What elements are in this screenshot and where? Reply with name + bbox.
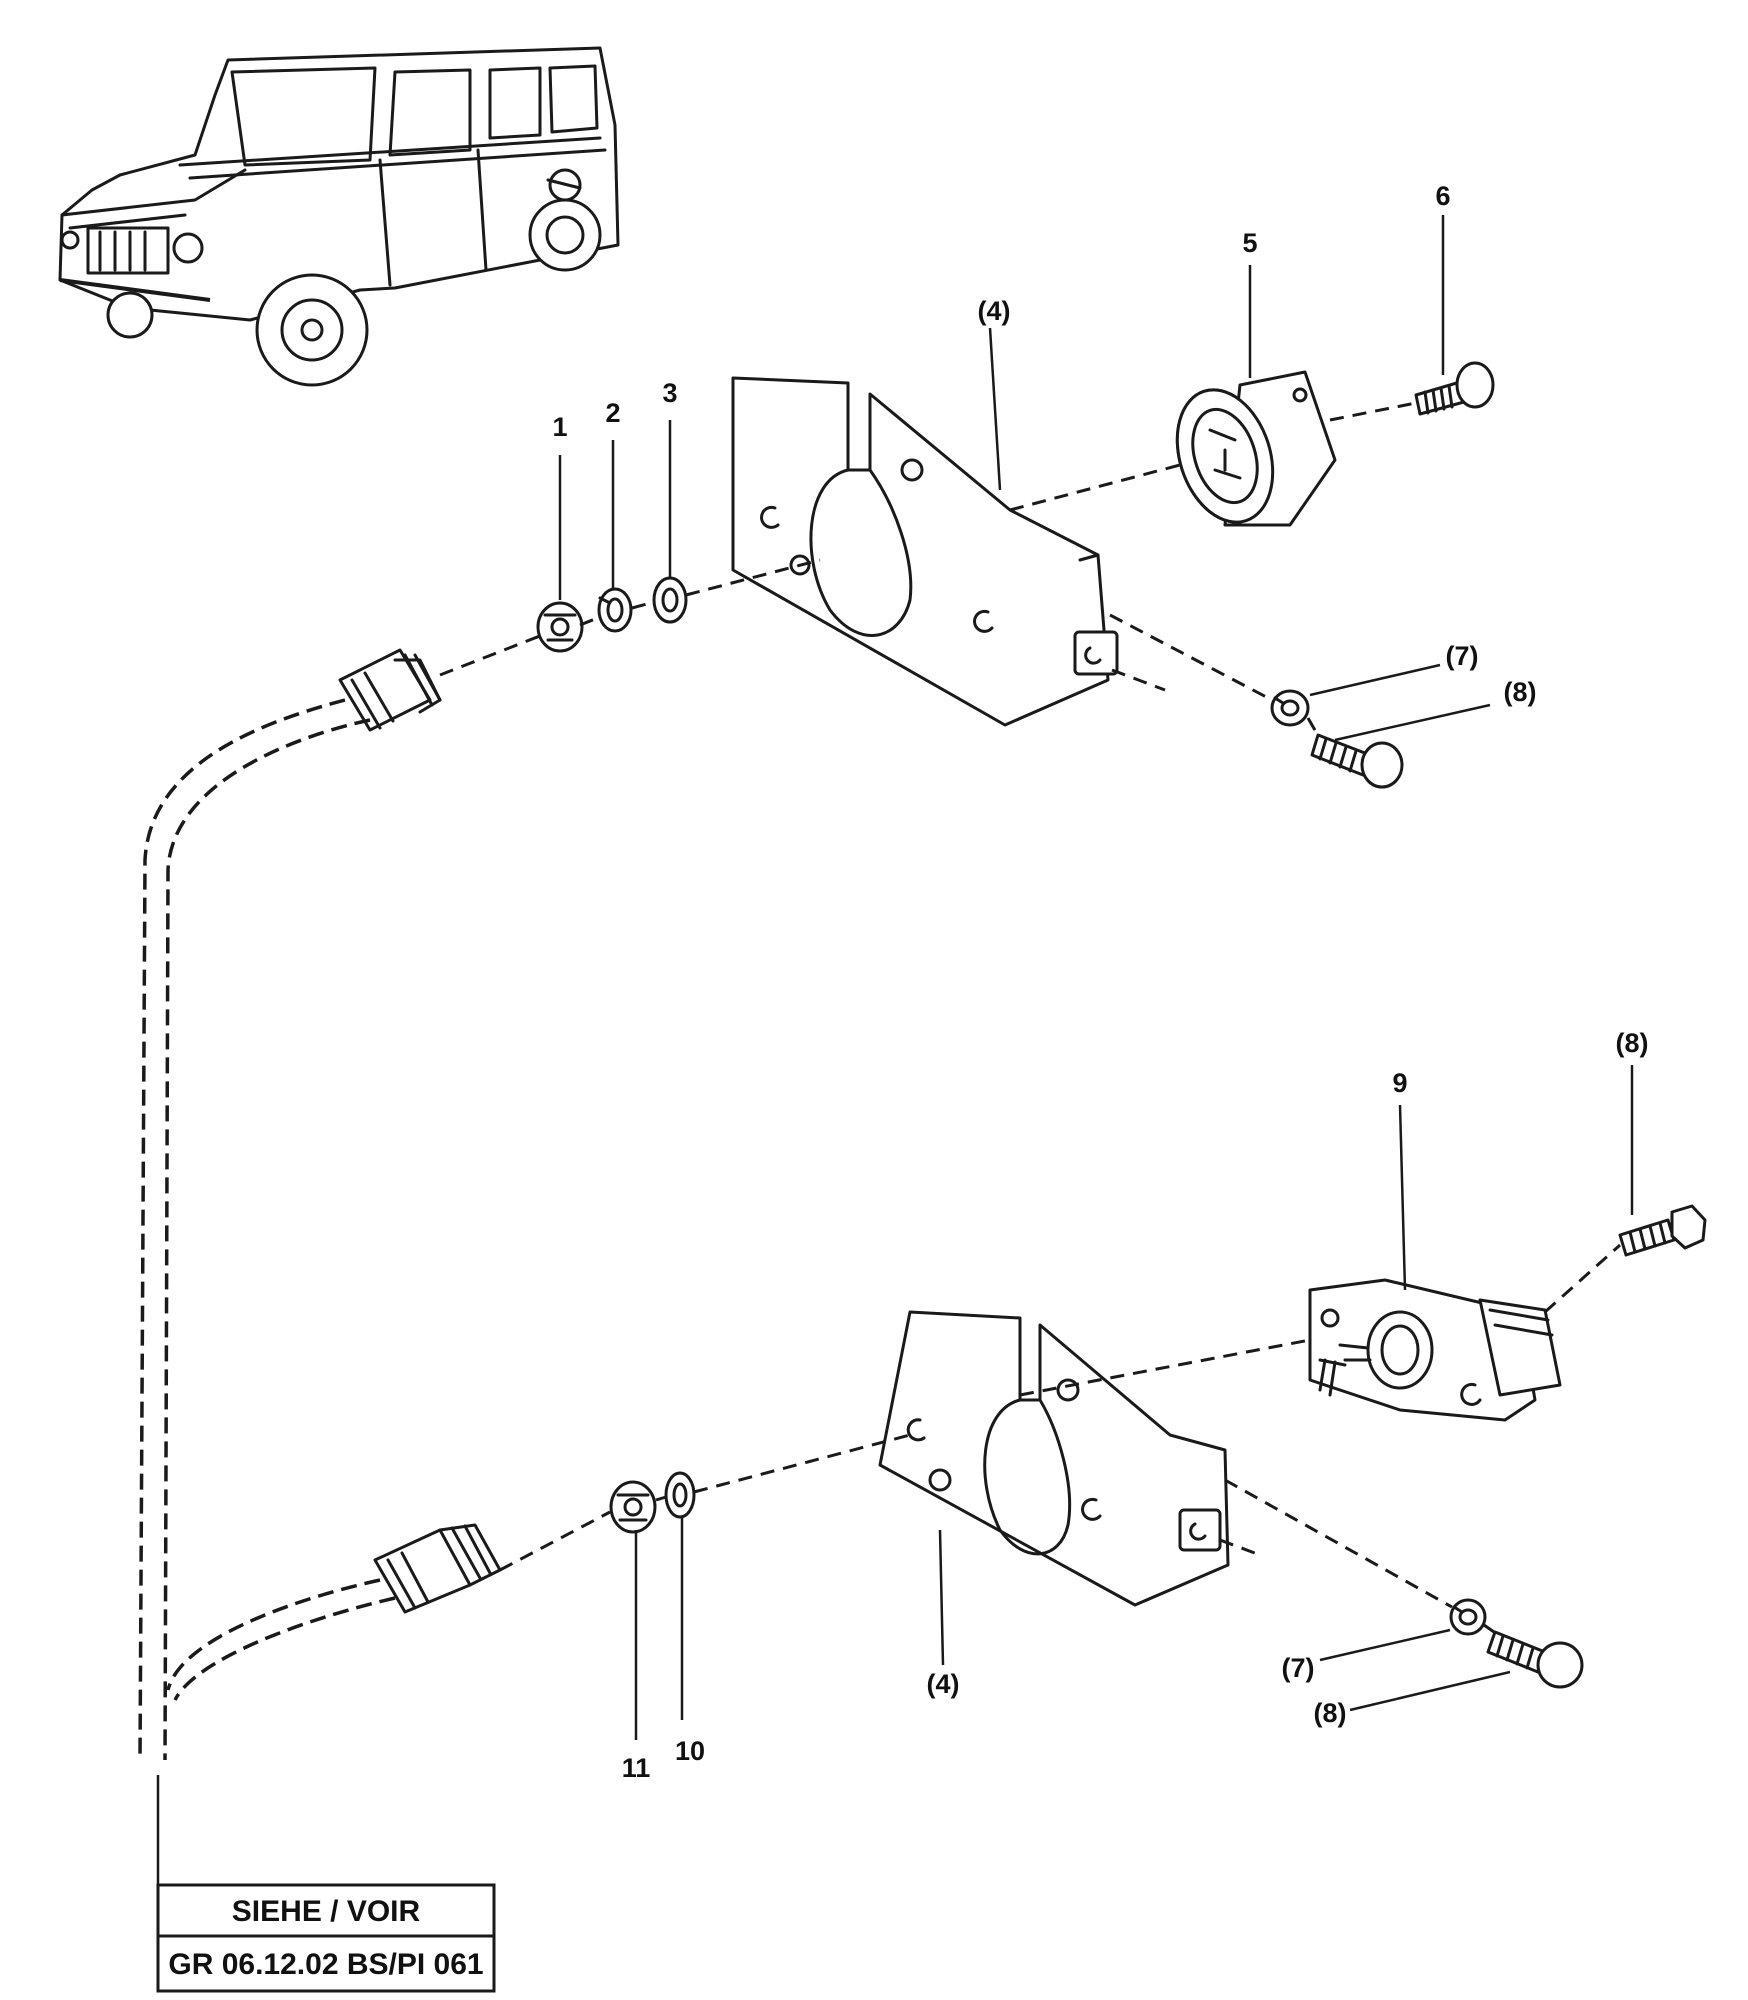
nut-part-1 xyxy=(536,601,584,653)
bracket-bottom xyxy=(878,1310,1230,1607)
reference-box: SIEHE / VOIR GR 06.12.02 BS/PI 061 xyxy=(156,1883,496,1993)
callout-1: 1 xyxy=(552,412,567,442)
lock-washer-part-2 xyxy=(597,587,633,633)
reference-box-line-1: SIEHE / VOIR xyxy=(232,1895,421,1928)
lock-washer-top xyxy=(1270,689,1310,727)
callout-9: 9 xyxy=(1392,1068,1407,1098)
washer-part-10 xyxy=(664,1471,696,1519)
callout-labels: 1 2 3 (4) 5 6 (7) (8) (8) 9 (4) (7) (8) … xyxy=(552,181,1648,1783)
callout-8-bottom: (8) xyxy=(1314,1698,1347,1728)
callout-7-bottom: (7) xyxy=(1282,1653,1315,1683)
callout-11: 11 xyxy=(622,1753,651,1783)
cable-plug-bottom xyxy=(373,1523,502,1614)
callout-5: 5 xyxy=(1242,228,1257,258)
callout-2: 2 xyxy=(605,398,620,428)
callout-3: 3 xyxy=(662,378,677,408)
socket-part-5 xyxy=(1175,370,1337,527)
lock-washer-bottom xyxy=(1449,1598,1487,1636)
callout-8-upper-right: (8) xyxy=(1616,1028,1649,1058)
callout-4-top: (4) xyxy=(978,296,1011,326)
bracket-top xyxy=(731,376,1119,727)
nut-part-11 xyxy=(609,1480,657,1534)
bolt-upper-right xyxy=(1618,1204,1707,1257)
callout-4-bottom: (4) xyxy=(927,1669,960,1699)
assembly-lines xyxy=(439,401,1621,1634)
callout-6: 6 xyxy=(1435,181,1450,211)
bolt-bottom xyxy=(1486,1630,1584,1689)
reference-box-line-2: GR 06.12.02 BS/PI 061 xyxy=(168,1948,483,1981)
cable-harness xyxy=(138,698,396,1885)
leader-lines xyxy=(558,215,1634,1740)
callout-8-top: (8) xyxy=(1504,677,1537,707)
bolt-top xyxy=(1310,733,1404,789)
vehicle-illustration xyxy=(58,46,620,387)
washer-part-3 xyxy=(652,576,688,624)
cable-plug-top xyxy=(338,648,442,732)
callout-10: 10 xyxy=(675,1736,705,1766)
callout-7-top: (7) xyxy=(1446,641,1479,671)
screw-part-6 xyxy=(1414,361,1495,416)
switch-part-9 xyxy=(1308,1278,1562,1422)
